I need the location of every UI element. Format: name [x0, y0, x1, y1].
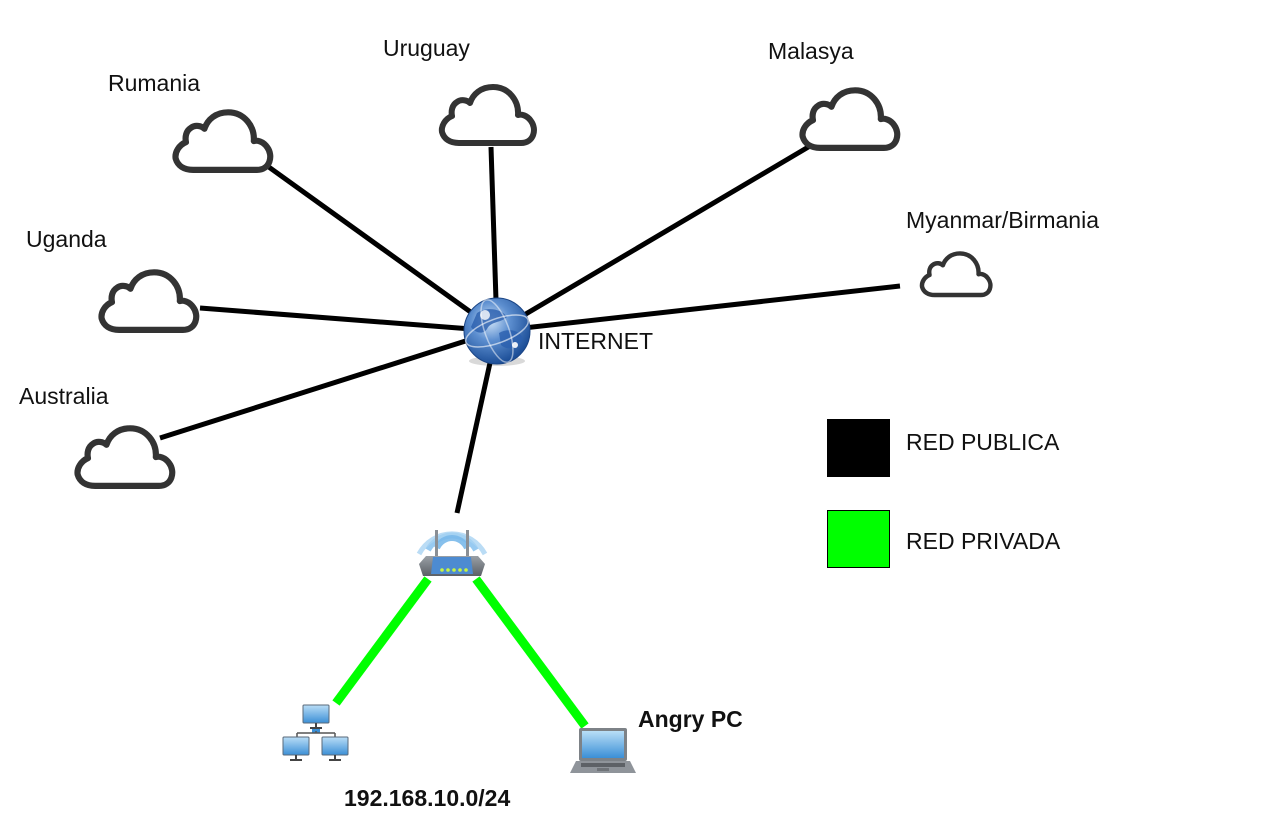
cloud-icon-malasya[interactable] [803, 90, 898, 148]
legend-label-private: RED PRIVADA [906, 528, 1061, 554]
links-layer [159, 143, 901, 729]
cloud-label-myanmar: Myanmar/Birmania [906, 207, 1099, 233]
link-internet-malasya [495, 143, 812, 334]
cloud-icon-uganda[interactable] [102, 272, 197, 330]
cloud-label-australia: Australia [19, 383, 109, 409]
pc-label: Angry PC [638, 706, 743, 732]
legend-swatch-public [827, 419, 890, 477]
network-computers-icon[interactable] [282, 704, 349, 761]
legend-label-public: RED PUBLICA [906, 429, 1060, 455]
cloud-label-uganda: Uganda [26, 226, 107, 252]
link-internet-uganda [199, 305, 498, 334]
cloud-label-malasya: Malasya [768, 38, 854, 64]
cloud-icon-uruguay[interactable] [442, 87, 534, 143]
internet-label: INTERNET [538, 328, 653, 354]
link-internet-rumania [264, 162, 499, 334]
link-internet-myanmar [496, 283, 901, 334]
cloud-label-rumania: Rumania [108, 70, 201, 96]
cloud-icon-rumania[interactable] [176, 112, 271, 170]
lan-subnet-label: 192.168.10.0/24 [344, 785, 511, 811]
laptop-icon[interactable] [570, 728, 636, 773]
globe-icon[interactable] [462, 296, 532, 366]
cloud-icon-australia[interactable] [78, 428, 173, 486]
wireless-router-icon[interactable] [416, 530, 488, 576]
link-router-pc [472, 576, 589, 729]
link-internet-australia [159, 328, 498, 441]
legend-swatch-private [827, 510, 890, 568]
cloud-label-uruguay: Uruguay [383, 35, 470, 61]
link-router-lan [332, 576, 432, 706]
cloud-icon-myanmar[interactable] [922, 253, 990, 295]
